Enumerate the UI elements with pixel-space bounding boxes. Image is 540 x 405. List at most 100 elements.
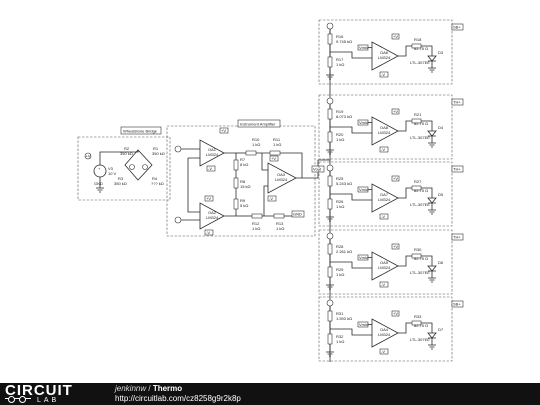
r7-resistor bbox=[233, 159, 239, 171]
vminus-net bbox=[379, 281, 389, 288]
svg-text:Vmid: Vmid bbox=[359, 45, 368, 50]
r3-value: 350 kΩ bbox=[114, 181, 127, 186]
divider-top-resistor bbox=[327, 243, 333, 255]
stage-boundary bbox=[318, 94, 453, 160]
ground-icon bbox=[428, 61, 436, 73]
stage-output-net bbox=[451, 98, 464, 106]
svg-text:R25: R25 bbox=[336, 176, 344, 181]
svg-text:+V: +V bbox=[86, 154, 91, 159]
amp-input-minus bbox=[174, 216, 182, 224]
vminus-net bbox=[379, 213, 389, 220]
comparator-opamp bbox=[371, 41, 399, 71]
vminus-net bbox=[379, 71, 389, 78]
svg-text:Vmid: Vmid bbox=[359, 322, 368, 327]
svg-text:LTL-307EE: LTL-307EE bbox=[410, 135, 430, 140]
r8-resistor bbox=[233, 177, 239, 189]
svg-text:OA1: OA1 bbox=[208, 147, 217, 152]
svg-text:-V: -V bbox=[381, 349, 385, 354]
ground-icon bbox=[428, 136, 436, 148]
svg-text:+V: +V bbox=[393, 244, 398, 249]
svg-text:Vmid: Vmid bbox=[359, 120, 368, 125]
svg-text:LM324: LM324 bbox=[378, 55, 391, 60]
comparator-opamp bbox=[371, 116, 399, 146]
svg-text:+V: +V bbox=[393, 109, 398, 114]
svg-text:LM324: LM324 bbox=[378, 332, 391, 337]
svg-text:9.745 kΩ: 9.745 kΩ bbox=[336, 39, 352, 44]
stage-output-net bbox=[451, 23, 464, 31]
svg-text:-V: -V bbox=[206, 230, 210, 235]
circuit-meta: jenkinnw / Thermo http://circuitlab.com/… bbox=[115, 384, 241, 403]
bridge-ground-symbol bbox=[96, 187, 104, 193]
svg-text:5.243 kΩ: 5.243 kΩ bbox=[336, 181, 352, 186]
svg-text:+V: +V bbox=[271, 156, 276, 161]
svg-text:D7: D7 bbox=[438, 327, 444, 332]
svg-text:TH+: TH+ bbox=[453, 235, 461, 240]
vminus-net bbox=[379, 348, 389, 355]
bridge-title: Wheatstone Bridge bbox=[123, 129, 158, 134]
stage-output-net bbox=[451, 233, 464, 241]
comparator-opamp bbox=[371, 318, 399, 348]
bridge-net-v bbox=[84, 152, 92, 160]
svg-text:OA7: OA7 bbox=[380, 192, 389, 197]
svg-text:15 kΩ: 15 kΩ bbox=[240, 184, 251, 189]
ground-icon bbox=[428, 338, 436, 350]
svg-text:Vmid: Vmid bbox=[359, 255, 368, 260]
bridge-title-box bbox=[120, 126, 162, 135]
r1-value: 350 kΩ bbox=[152, 151, 165, 156]
svg-text:OA4: OA4 bbox=[380, 327, 389, 332]
svg-text:R12: R12 bbox=[252, 221, 260, 226]
svg-text:Vout: Vout bbox=[313, 167, 322, 172]
svg-text:D5: D5 bbox=[438, 192, 444, 197]
svg-text:OA3: OA3 bbox=[277, 172, 286, 177]
svg-text:R29: R29 bbox=[336, 267, 344, 272]
stage-vin-node bbox=[326, 164, 334, 172]
vplus-net bbox=[391, 175, 400, 182]
divider-bottom-resistor bbox=[327, 56, 333, 68]
amp-gnd-net bbox=[291, 210, 305, 218]
circuit-title: Thermo bbox=[152, 384, 183, 393]
oa3-symbol bbox=[267, 162, 297, 194]
svg-text:2.261 kΩ: 2.261 kΩ bbox=[336, 249, 352, 254]
stage-vin-node bbox=[326, 299, 334, 307]
svg-text:-V: -V bbox=[381, 147, 385, 152]
svg-text:R18: R18 bbox=[414, 37, 422, 42]
svg-text:R33: R33 bbox=[414, 314, 422, 319]
svg-text:R11: R11 bbox=[273, 137, 281, 142]
instrument-amplifier: Instrument Amplifier OA1 LM324 +V -V OA2… bbox=[166, 119, 330, 237]
svg-text:SB+: SB+ bbox=[453, 302, 461, 307]
circuitlab-logo-sub: LAB bbox=[37, 397, 60, 404]
schematic-canvas: Wheatstone Bridge + V3 10 V GND +V R2 35… bbox=[77, 19, 464, 362]
stage-boundary bbox=[318, 19, 453, 85]
svg-text:OA8: OA8 bbox=[380, 125, 389, 130]
svg-text:R13: R13 bbox=[276, 221, 284, 226]
svg-text:+V: +V bbox=[221, 128, 226, 133]
vminus-net bbox=[379, 146, 389, 153]
svg-text:LTL-307EE: LTL-307EE bbox=[410, 60, 430, 65]
svg-text:-V: -V bbox=[381, 72, 385, 77]
amp-title-box bbox=[237, 119, 281, 128]
divider-bottom-resistor bbox=[327, 198, 333, 210]
svg-text:D3: D3 bbox=[438, 50, 444, 55]
r2-name: R2 bbox=[124, 146, 130, 151]
svg-text:+: + bbox=[98, 166, 101, 171]
author-link[interactable]: jenkinnw bbox=[115, 384, 147, 393]
divider-top-resistor bbox=[327, 310, 333, 322]
stage-vin-node bbox=[326, 232, 334, 240]
vplus-net bbox=[391, 243, 400, 250]
divider-bottom-resistor bbox=[327, 333, 333, 345]
svg-text:R26: R26 bbox=[336, 199, 344, 204]
stage-vin-node bbox=[326, 22, 334, 30]
svg-text:+V: +V bbox=[393, 34, 398, 39]
r10-resistor bbox=[245, 150, 257, 156]
r3-name: R3 bbox=[118, 176, 124, 181]
circuit-url[interactable]: http://circuitlab.com/cz8258g9r2k8p bbox=[115, 394, 241, 403]
svg-text:R20: R20 bbox=[336, 132, 344, 137]
svg-text:LM324: LM324 bbox=[275, 177, 288, 182]
svg-text:R27: R27 bbox=[414, 179, 422, 184]
svg-text:82.75 Ω: 82.75 Ω bbox=[414, 121, 428, 126]
circuitlab-logo[interactable]: CIRCUIT bbox=[5, 382, 73, 399]
